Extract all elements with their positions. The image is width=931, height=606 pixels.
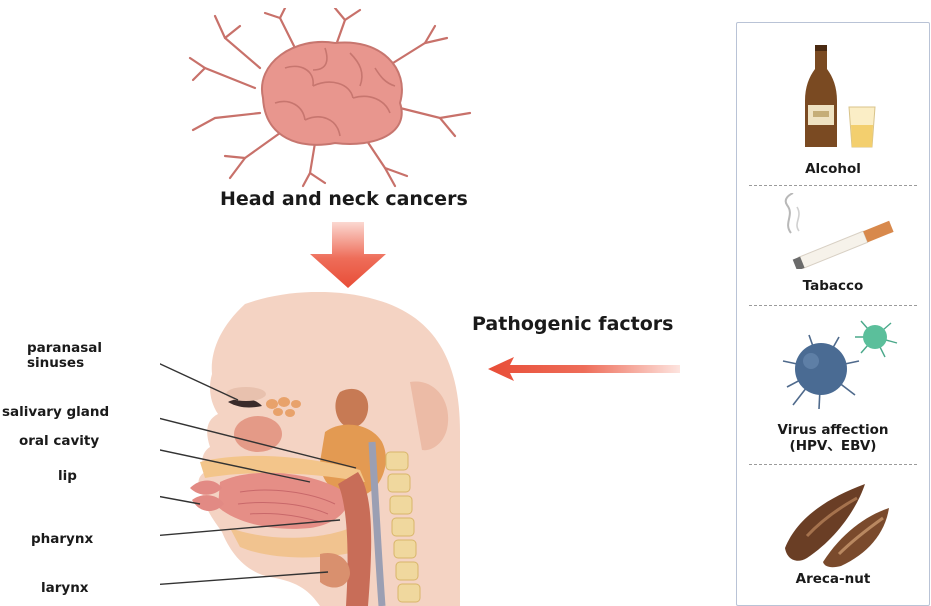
page-title: Head and neck cancers — [220, 188, 490, 210]
label-oral-cavity: oral cavity — [19, 434, 99, 448]
tumor-illustration — [185, 8, 475, 188]
label-pharynx: pharynx — [31, 532, 93, 546]
virus-label-line1: Virus affection — [737, 422, 929, 439]
alcohol-icon — [799, 43, 879, 151]
head-anatomy-illustration — [160, 292, 530, 606]
tumor-mass — [262, 42, 402, 145]
label-sinuses: sinuses — [27, 356, 84, 370]
virus-icon — [769, 313, 899, 413]
divider — [749, 464, 917, 465]
virus-label-line2: (HPV、EBV) — [737, 438, 929, 455]
divider — [749, 185, 917, 186]
label-salivary-gland: salivary gland — [2, 405, 109, 419]
tobacco-label: Tabacco — [737, 278, 929, 295]
factors-panel: Alcohol Tabacco Virus affection (HPV、EBV… — [736, 22, 930, 606]
areca-nut-icon — [777, 478, 893, 568]
alcohol-label: Alcohol — [737, 161, 929, 178]
label-larynx: larynx — [41, 581, 89, 595]
label-paranasal: paranasal — [27, 341, 102, 355]
label-lip: lip — [58, 469, 77, 483]
down-arrow-icon — [306, 222, 390, 290]
cigarette-icon — [775, 193, 905, 269]
divider — [749, 305, 917, 306]
areca-nut-label: Areca-nut — [737, 571, 929, 588]
